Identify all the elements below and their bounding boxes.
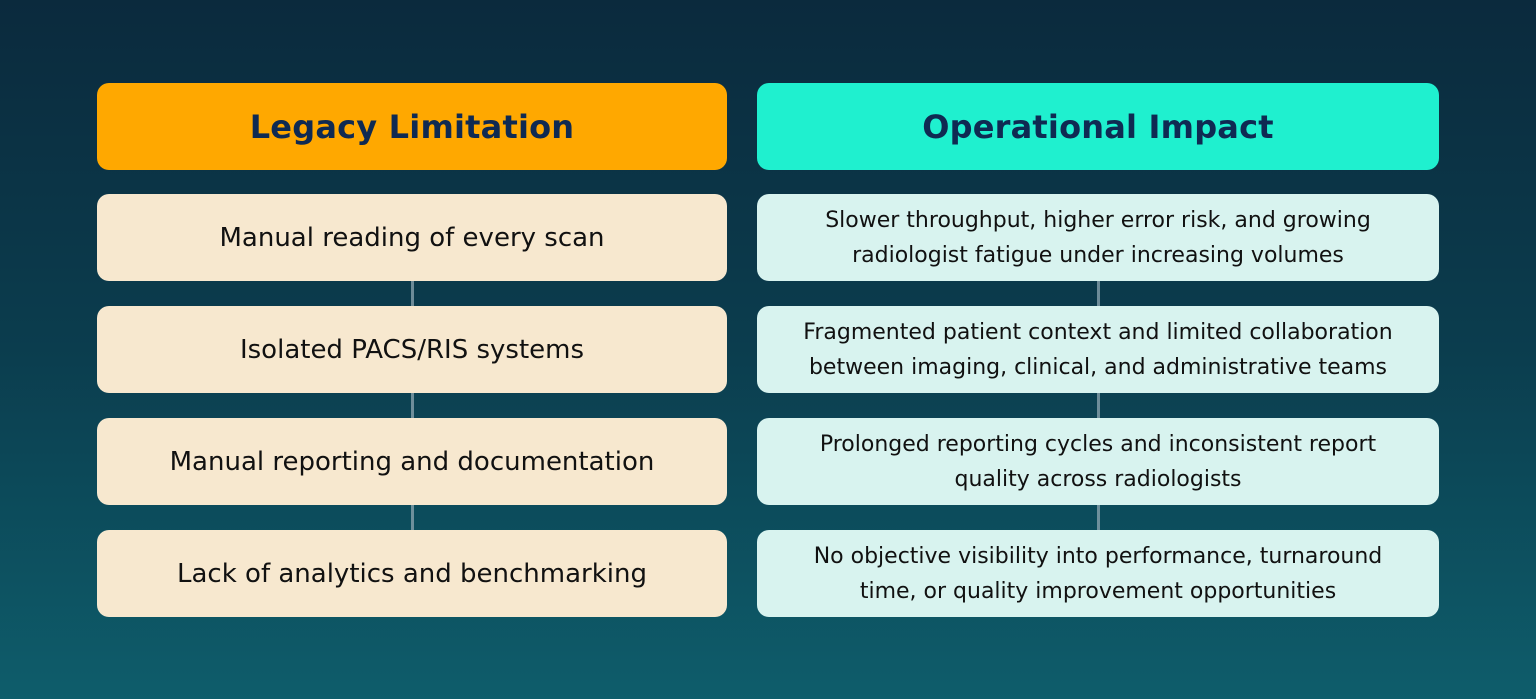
- operational-impact-rows: Slower throughput, higher error risk, an…: [757, 194, 1439, 617]
- operational-impact-item: Slower throughput, higher error risk, an…: [757, 194, 1439, 281]
- operational-impact-item: Prolonged reporting cycles and inconsist…: [757, 418, 1439, 505]
- legacy-limitation-header: Legacy Limitation: [97, 83, 727, 170]
- legacy-limitation-column: Legacy Limitation Manual reading of ever…: [97, 83, 727, 617]
- operational-impact-header: Operational Impact: [757, 83, 1439, 170]
- operational-impact-item: No objective visibility into performance…: [757, 530, 1439, 617]
- legacy-limitation-item: Manual reporting and documentation: [97, 418, 727, 505]
- operational-impact-item: Fragmented patient context and limited c…: [757, 306, 1439, 393]
- left-connector-line: [410, 234, 414, 577]
- legacy-limitation-rows: Manual reading of every scan Isolated PA…: [97, 194, 727, 617]
- operational-impact-column: Operational Impact Slower throughput, hi…: [757, 83, 1439, 617]
- legacy-limitation-item: Manual reading of every scan: [97, 194, 727, 281]
- legacy-limitation-item: Isolated PACS/RIS systems: [97, 306, 727, 393]
- legacy-limitation-item: Lack of analytics and benchmarking: [97, 530, 727, 617]
- right-connector-line: [1096, 234, 1100, 577]
